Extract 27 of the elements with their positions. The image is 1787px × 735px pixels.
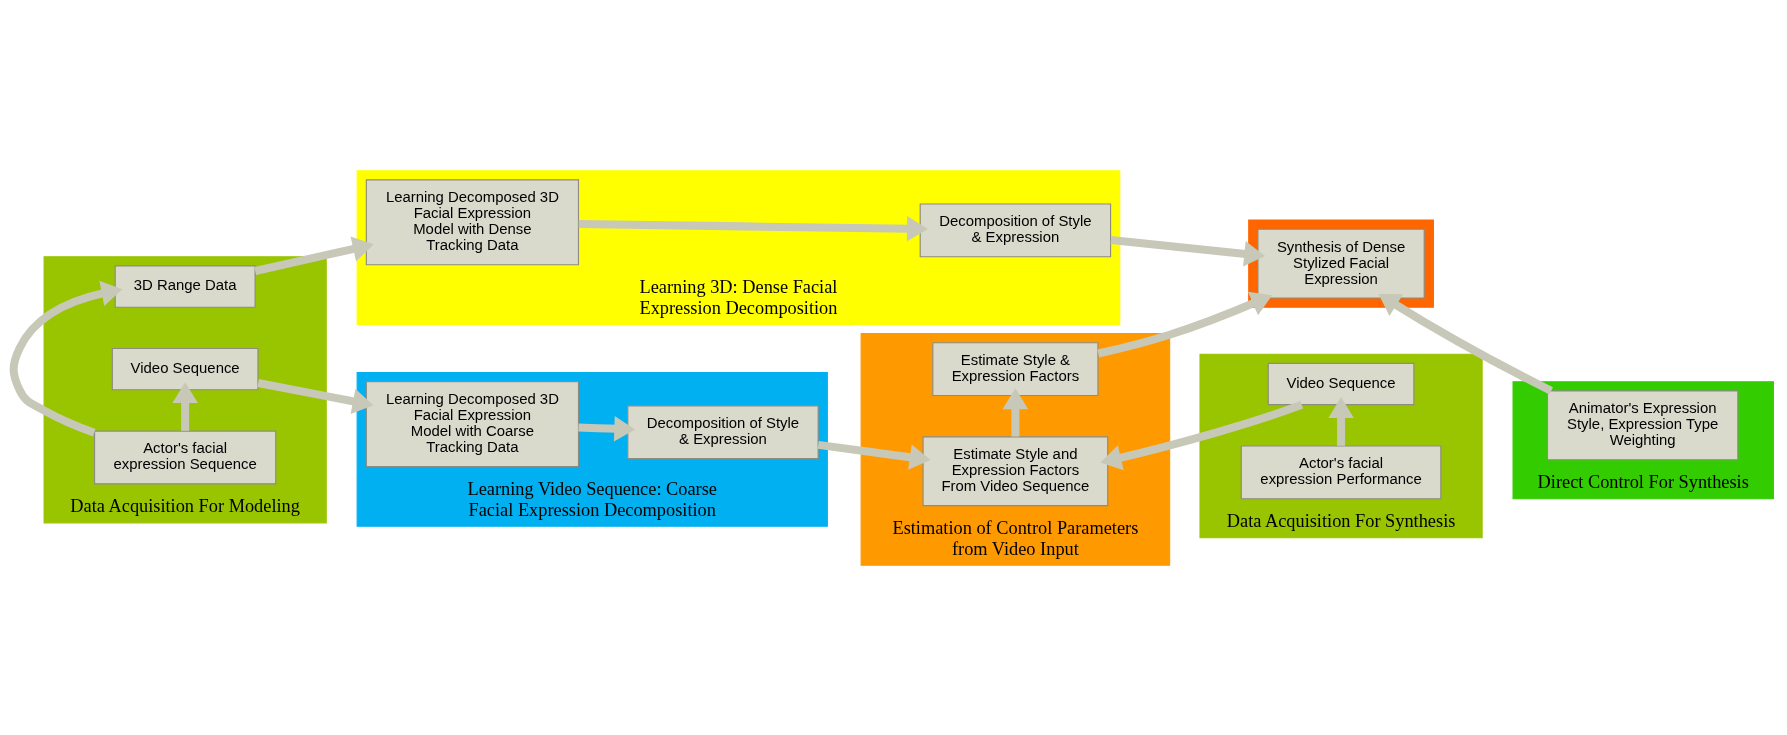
node-box: Decomposition of Style & Expression — [627, 404, 819, 459]
node-box: Estimate Style & Expression Factors — [932, 341, 1099, 396]
arrow — [1328, 396, 1354, 446]
node-box: Actor's facial expression Sequence — [94, 430, 277, 484]
arrow — [254, 235, 374, 275]
arrow — [172, 381, 198, 431]
arrow — [578, 215, 928, 242]
arrow — [1002, 387, 1029, 436]
node-box: Decomposition of Style & Expression — [919, 202, 1112, 257]
node-box: Learning Decomposed 3D Facial Expression Model with Dense Tracking Data — [365, 178, 580, 265]
node-box: Actor's facial expression Performance — [1240, 444, 1442, 499]
node-box: Synthesis of Dense Stylized Facial Expression — [1257, 228, 1425, 299]
arrow — [817, 440, 931, 470]
node-box: Video Sequence — [111, 347, 259, 390]
arrow — [1100, 400, 1304, 470]
cluster — [1248, 219, 1434, 308]
arrow — [1110, 235, 1266, 267]
arrow — [9, 280, 123, 436]
arrow — [1378, 293, 1553, 394]
arrow — [578, 415, 636, 442]
node-box: 3D Range Data — [114, 264, 256, 308]
arrow — [1097, 291, 1273, 357]
arrow — [257, 378, 374, 414]
node-box: Estimate Style and Expression Factors From Video Sequence — [922, 435, 1109, 506]
node-box: Video Sequence — [1267, 362, 1415, 405]
node-box: Animator's Expression Style, Expression Type Weighting — [1546, 389, 1739, 460]
node-box: Learning Decomposed 3D Facial Expression Model with Coarse Tracking Data — [365, 380, 580, 467]
